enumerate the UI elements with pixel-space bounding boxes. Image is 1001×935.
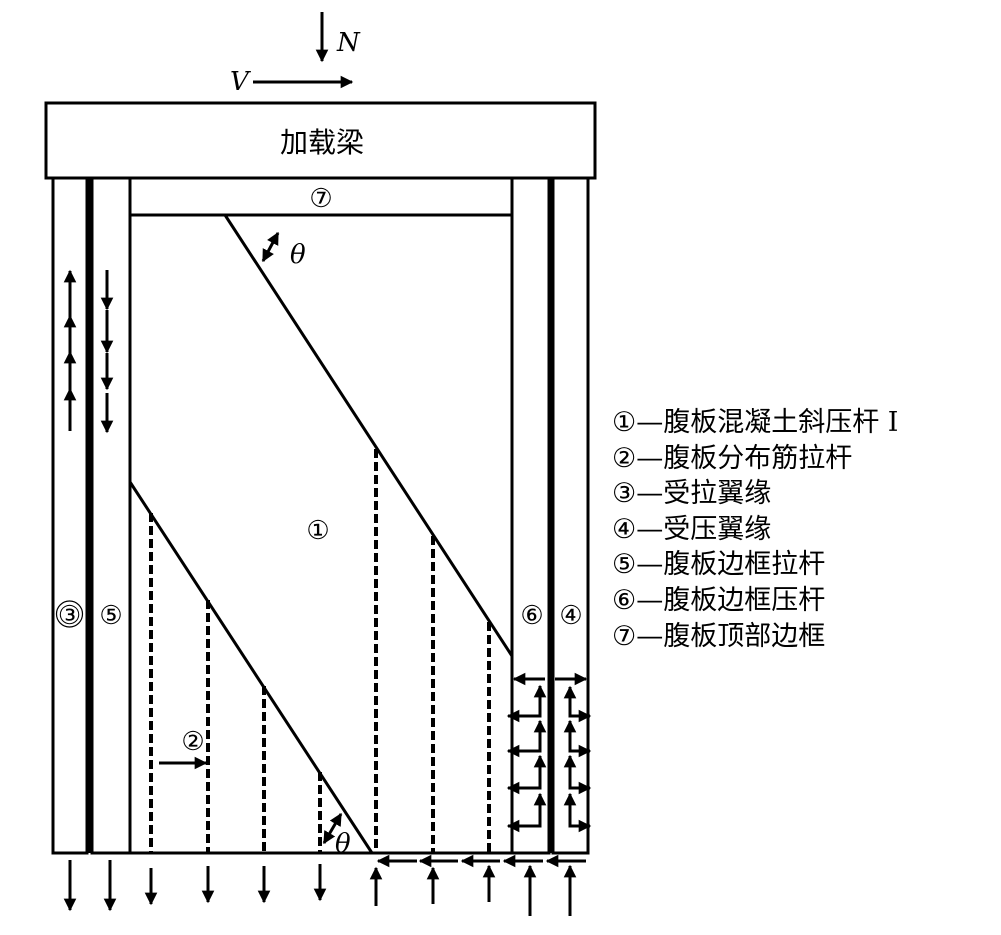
legend-text: 受拉翼缘	[663, 478, 772, 510]
legend-item: ④—受压翼缘	[612, 512, 898, 548]
legend-text: 腹板分布筋拉杆	[663, 442, 853, 474]
step-arrow-icon	[563, 685, 592, 723]
web-tie-marker: ②	[159, 727, 208, 770]
legend-separator: —	[636, 549, 664, 581]
legend-text: 腹板混凝土斜压杆 I	[663, 407, 899, 438]
step-arrow-icon	[563, 719, 592, 758]
legend-number: ⑦	[612, 620, 637, 652]
angle-bottom: θ	[322, 812, 351, 859]
legend-number: ④	[612, 513, 637, 545]
axial-load-n: N	[315, 12, 361, 63]
legend-item: ①—腹板混凝土斜压杆 I	[612, 405, 898, 441]
legend-separator: —	[636, 442, 664, 474]
legend: ①—腹板混凝土斜压杆 I ②—腹板分布筋拉杆 ③—受拉翼缘 ④—受压翼缘 ⑤—腹…	[612, 405, 898, 654]
angle-arrow-icon	[322, 812, 343, 845]
boundary-strut-arrows	[506, 672, 547, 833]
tension-flange-column: ③	[51, 176, 89, 855]
marker-2: ②	[181, 727, 204, 757]
legend-separator: —	[636, 513, 664, 545]
legend-text: 腹板顶部边框	[663, 620, 826, 652]
step-arrow-icon	[506, 754, 547, 795]
legend-text: 腹板边框压杆	[663, 584, 826, 616]
step-arrow-icon	[506, 684, 547, 723]
legend-number: ⑤	[612, 549, 637, 581]
legend-number: ①	[612, 407, 637, 438]
marker-1: ①	[306, 516, 329, 546]
legend-item: ②—腹板分布筋拉杆	[612, 441, 898, 477]
loading-beam: 加载梁	[44, 101, 597, 180]
step-arrow-icon	[506, 719, 547, 758]
shear-load-v: V	[230, 67, 354, 97]
legend-text: 腹板边框拉杆	[663, 549, 826, 581]
angle-top-label: θ	[290, 240, 306, 270]
shear-load-label: V	[230, 67, 251, 97]
legend-text: 受压翼缘	[663, 513, 772, 545]
legend-separator: —	[636, 620, 664, 652]
compression-flange-column: ④	[551, 176, 590, 855]
legend-item: ⑦—腹板顶部边框	[612, 619, 898, 655]
axial-load-label: N	[336, 28, 361, 58]
legend-separator: —	[636, 584, 664, 616]
angle-arrow-icon	[261, 231, 280, 263]
web-panel: ⑦	[92, 184, 514, 855]
step-arrow-icon	[563, 754, 592, 795]
legend-number: ⑥	[612, 584, 637, 616]
legend-number: ③	[612, 478, 637, 510]
compression-flange-arrows	[555, 672, 592, 833]
legend-number: ②	[612, 442, 637, 474]
legend-separator: —	[636, 478, 664, 510]
angle-bottom-label: θ	[335, 829, 351, 859]
legend-item: ⑥—腹板边框压杆	[612, 583, 898, 619]
base-up-arrows	[369, 864, 577, 916]
legend-item: ③—受拉翼缘	[612, 476, 898, 512]
marker-6: ⑥	[520, 601, 543, 631]
angle-top: θ	[261, 231, 306, 270]
loading-beam-label: 加载梁	[280, 126, 364, 159]
concrete-strut: ①	[128, 214, 514, 854]
web-ties	[149, 449, 491, 853]
legend-item: ⑤—腹板边框拉杆	[612, 547, 898, 583]
marker-4: ④	[559, 601, 582, 631]
legend-separator: —	[636, 407, 664, 438]
marker-7: ⑦	[309, 184, 332, 214]
base-down-arrows	[63, 860, 327, 912]
boundary-tie-column: ⑤	[88, 176, 132, 855]
marker-5: ⑤	[99, 601, 122, 631]
marker-3: ③	[58, 601, 81, 631]
step-arrow-icon	[563, 792, 592, 833]
step-arrow-icon	[506, 792, 547, 833]
